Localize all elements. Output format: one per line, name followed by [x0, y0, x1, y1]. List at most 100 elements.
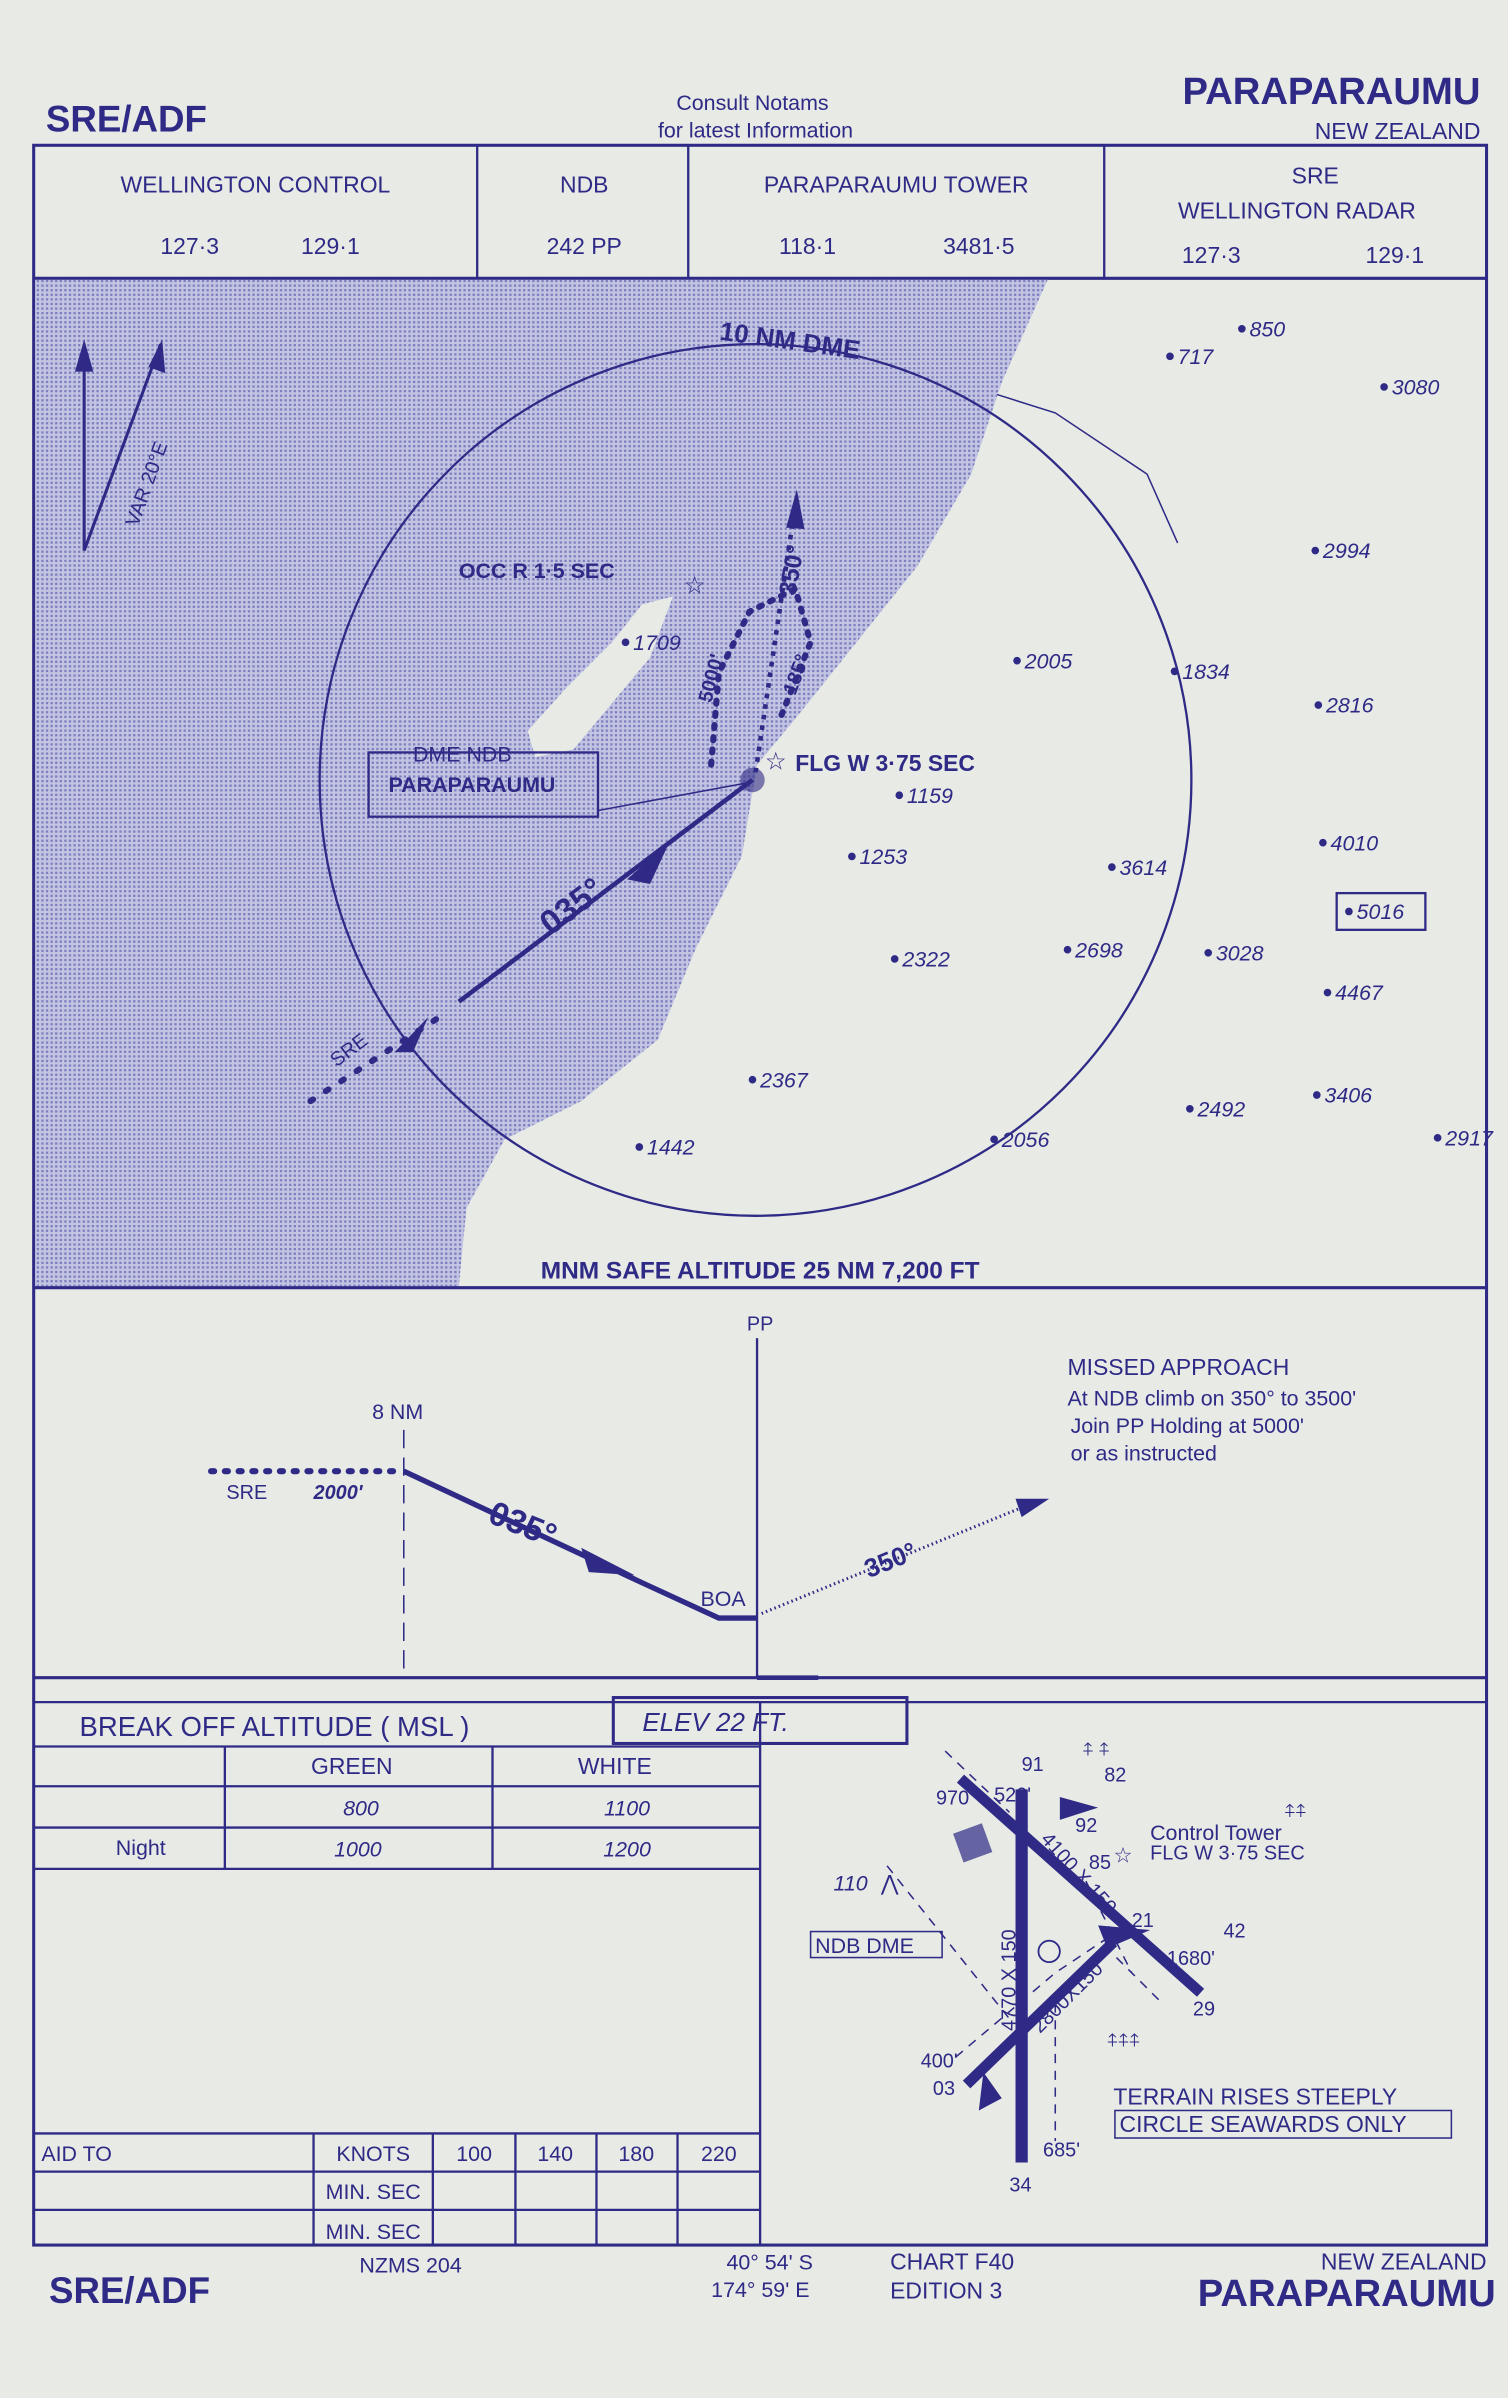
- spot-height: 5016: [1357, 900, 1405, 924]
- map-reference: NZMS 204: [359, 2254, 461, 2278]
- boa-label: BOA: [700, 1587, 746, 1611]
- spot-height-dot: [1186, 1104, 1194, 1113]
- spot-height-dot: [1108, 863, 1116, 871]
- freq-value: 127·3: [160, 233, 219, 259]
- light-star-icon: ☆: [684, 572, 706, 599]
- country: NEW ZEALAND: [1315, 118, 1481, 144]
- spot-height-dot: [895, 791, 904, 800]
- spot-height-dot: [1013, 656, 1021, 665]
- freq-title: SRE: [1292, 163, 1339, 189]
- freq-value: 242 PP: [547, 233, 622, 259]
- missed-line1: At NDB climb on 350° to 3500': [1068, 1386, 1357, 1410]
- msa-label: MNM SAFE ALTITUDE 25 NM 7,200 FT: [541, 1258, 980, 1285]
- aerodrome-label: 42: [1224, 1921, 1246, 1943]
- fix-label: 8 NM: [372, 1400, 423, 1424]
- spot-height: 1442: [647, 1136, 695, 1160]
- profile-alt: 2000': [313, 1482, 364, 1504]
- aid-table: AID TO KNOTS 100 140 180 220 MIN. SEC MI…: [33, 2132, 761, 2246]
- col-green: GREEN: [311, 1753, 393, 1779]
- aerodrome-label: 82: [1104, 1765, 1126, 1787]
- freq-value: 118·1: [779, 233, 836, 259]
- profile-view: PP 8 NM SRE 2000' 035° BOA 350° MISSED A…: [208, 1314, 1357, 1680]
- aerodrome-label: 92: [1075, 1815, 1097, 1837]
- freq-title: NDB: [560, 172, 608, 198]
- tree-icon: ⍏ ⍏: [1083, 1739, 1110, 1760]
- mast-icon: ⋀: [880, 1871, 899, 1895]
- spot-height: 4010: [1331, 831, 1379, 855]
- spot-height-dot: [635, 1143, 644, 1151]
- speed-header: 220: [701, 2142, 737, 2166]
- ndb-dme-label: NDB DME: [815, 1934, 914, 1958]
- spot-height: 2322: [901, 948, 950, 972]
- spot-height: 3028: [1216, 941, 1264, 965]
- spot-height: 2994: [1322, 539, 1371, 563]
- spot-height: 2056: [1001, 1128, 1050, 1152]
- spot-height-dot: [1319, 838, 1327, 847]
- spot-height: 1159: [907, 784, 953, 808]
- cell: 1200: [603, 1838, 651, 1862]
- spot-height: 717: [1178, 345, 1215, 369]
- runway-short-dims: 2800X150: [1028, 1958, 1108, 2038]
- missed-title: MISSED APPROACH: [1068, 1354, 1290, 1380]
- spot-height-dot: [990, 1135, 998, 1144]
- boa-table: BREAK OFF ALTITUDE ( MSL ) ELEV 22 FT. G…: [33, 1696, 909, 2246]
- control-tower-label: Control Tower: [1150, 1821, 1282, 1845]
- spot-height-dot: [1238, 324, 1246, 333]
- spot-height-dot: [1314, 701, 1323, 709]
- freq-title: PARAPARAUMU TOWER: [764, 172, 1029, 198]
- col-white: WHITE: [578, 1753, 652, 1779]
- flg-label: FLG W 3·75 SEC: [795, 750, 975, 776]
- plan-view: 10 NM DME VAR 20°E OCC R 1·5 SEC ☆ FLG W…: [35, 279, 1494, 1287]
- spot-height-dot: [890, 955, 899, 963]
- spot-height: 2005: [1024, 649, 1073, 673]
- notams-notice-2: for latest Information: [658, 119, 853, 143]
- tree-icon: ⍏⍏: [1285, 1800, 1307, 1821]
- spot-height: 2367: [759, 1068, 809, 1092]
- river: [996, 393, 1179, 544]
- min-sec-label: MIN. SEC: [326, 2220, 421, 2244]
- airport-title: PARAPARAUMU: [1182, 70, 1480, 113]
- aerodrome-label: 21: [1132, 1910, 1154, 1932]
- spot-height: 850: [1250, 317, 1286, 341]
- spot-height-dot: [1345, 907, 1353, 916]
- knots-header: KNOTS: [336, 2142, 410, 2166]
- aerodrome-label: 91: [1022, 1754, 1044, 1776]
- freq-value: 3481·5: [943, 233, 1014, 259]
- aerodrome-label: 970': [936, 1788, 973, 1810]
- spot-height-dot: [1311, 546, 1320, 555]
- spot-height: 2816: [1325, 694, 1374, 718]
- edition: EDITION 3: [890, 2278, 1002, 2304]
- aerodrome-label: 85: [1089, 1852, 1111, 1874]
- tower-light-label: FLG W 3·75 SEC: [1150, 1843, 1305, 1865]
- freq-value: 129·1: [1365, 242, 1424, 268]
- spot-height-dot: [1204, 948, 1213, 957]
- terrain-warning: TERRAIN RISES STEEPLY: [1113, 2083, 1397, 2109]
- frequency-box: WELLINGTON CONTROL 127·3 129·1 NDB 242 P…: [121, 163, 1425, 269]
- spot-height-dot: [1170, 667, 1179, 676]
- missed-line2: Join PP Holding at 5000': [1071, 1414, 1304, 1438]
- spot-height-dot: [848, 852, 856, 861]
- profile-sre: SRE: [226, 1482, 267, 1504]
- cell: 1100: [604, 1796, 650, 1820]
- profile-missed-course: 350°: [860, 1536, 921, 1584]
- spot-height-dot: [1380, 383, 1388, 391]
- highest-spot-box: [1335, 891, 1427, 931]
- footer-procedure: SRE/ADF: [49, 2270, 210, 2311]
- aerodrome-label: 685': [1043, 2139, 1080, 2161]
- min-sec-label: MIN. SEC: [326, 2180, 421, 2204]
- freq-value: 127·3: [1182, 242, 1241, 268]
- spot-height-dot: [748, 1075, 757, 1084]
- spot-height: 2698: [1074, 938, 1123, 962]
- spot-height-dot: [1312, 1091, 1321, 1099]
- aerodrome-label: 34: [1009, 2175, 1031, 2197]
- island: [527, 596, 673, 758]
- runway-11-29: [956, 1774, 1205, 1997]
- freq-title: WELLINGTON RADAR: [1178, 198, 1416, 224]
- ndb-elevation: 110: [834, 1871, 868, 1895]
- chart-number: CHART F40: [890, 2249, 1014, 2275]
- spot-height-dot: [1063, 945, 1072, 954]
- freq-value: 129·1: [301, 233, 360, 259]
- latitude: 40° 54' S: [726, 2251, 812, 2275]
- freq-title: WELLINGTON CONTROL: [121, 172, 391, 198]
- runway-main-dims: 4770 X 150: [999, 1929, 1021, 2031]
